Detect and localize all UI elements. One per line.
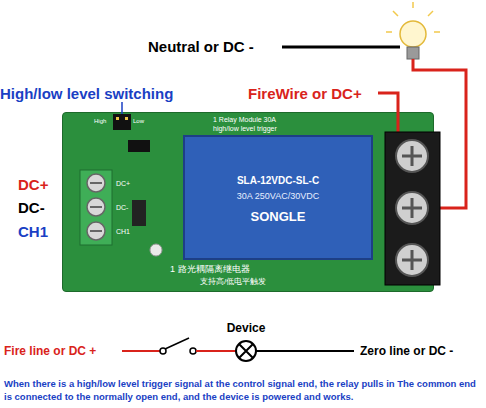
- silkscreen-text: 1 路光耦隔离继电器: [170, 265, 250, 274]
- switch-contact: [190, 348, 196, 354]
- terminal-screw: [87, 174, 105, 192]
- fire-line: [196, 350, 236, 352]
- light-bulb: [386, 2, 440, 59]
- silkscreen-text: 支持高/低电平触发: [200, 278, 266, 286]
- silkscreen-pin: DC+: [116, 180, 130, 187]
- node-text: 30A 250VAC/30VDC: [237, 192, 319, 201]
- terminal-housing: [80, 170, 112, 245]
- bulb-base: [407, 47, 419, 59]
- bulb-ray: [386, 31, 392, 33]
- bulb-ray: [412, 2, 414, 8]
- leader-line: [121, 102, 123, 114]
- silkscreen-pin: CH1: [116, 228, 130, 235]
- transistor: [132, 200, 146, 226]
- pin-name: DC+: [18, 177, 48, 192]
- screw-slot: [402, 250, 422, 270]
- caption-text: When there is a high/low level trigger s…: [4, 377, 482, 403]
- switch-blade: [165, 338, 189, 349]
- screw-slot: [90, 230, 102, 232]
- node-text: high/low level trigger: [213, 125, 277, 132]
- terminal-screw: [87, 198, 105, 216]
- jumper: [113, 114, 131, 130]
- bulb-ray: [393, 11, 398, 16]
- wire-label: FireWire or DC+: [248, 86, 362, 101]
- jumper-pin: [116, 117, 119, 120]
- screw-slot: [90, 206, 102, 208]
- silkscreen-text: Low: [133, 118, 144, 124]
- terminal-housing: [385, 132, 440, 285]
- power-terminal-block: [385, 132, 440, 285]
- fire-line: [122, 350, 160, 352]
- terminal-screw: [396, 192, 428, 224]
- wire-label: Neutral or DC -: [148, 39, 254, 54]
- node-text: Device: [221, 322, 271, 334]
- ic-chip: [128, 140, 150, 152]
- node-text: SONGLE: [251, 210, 306, 223]
- callout-label: High/low level switching: [0, 86, 173, 101]
- screw-slot: [402, 146, 422, 166]
- terminal-screw: [396, 140, 428, 172]
- pin-name: DC-: [18, 200, 45, 215]
- screw-slot: [90, 182, 102, 184]
- terminal-screw: [396, 244, 428, 276]
- relay-body: SLA-12VDC-SL-C 30A 250VAC/30VDC SONGLE: [183, 135, 373, 260]
- screw-slot: [402, 198, 422, 218]
- node-text: SLA-12VDC-SL-C: [237, 176, 319, 186]
- lamp-cross: [239, 344, 253, 358]
- wire-label: Fire line or DC +: [4, 345, 96, 357]
- bulb-ray: [428, 11, 433, 16]
- zero-line: [256, 350, 354, 352]
- node-text: 1 Relay Module 30A: [213, 116, 276, 123]
- signal-terminal-block: [80, 170, 112, 245]
- terminal-screw: [87, 222, 105, 240]
- pin-name: CH1: [18, 224, 48, 239]
- silkscreen-pin: DC-: [116, 204, 128, 211]
- neutral-wire: [282, 46, 400, 49]
- bulb-ray: [434, 31, 440, 33]
- jumper-pin: [125, 117, 128, 120]
- led: [150, 244, 162, 256]
- silkscreen-text: High: [94, 118, 106, 124]
- bulb-glass: [400, 21, 426, 47]
- lamp-circle: [236, 341, 256, 361]
- jumper-cap: [113, 114, 131, 130]
- device-lamp: Device: [221, 322, 271, 364]
- wire-label: Zero line or DC -: [360, 345, 453, 357]
